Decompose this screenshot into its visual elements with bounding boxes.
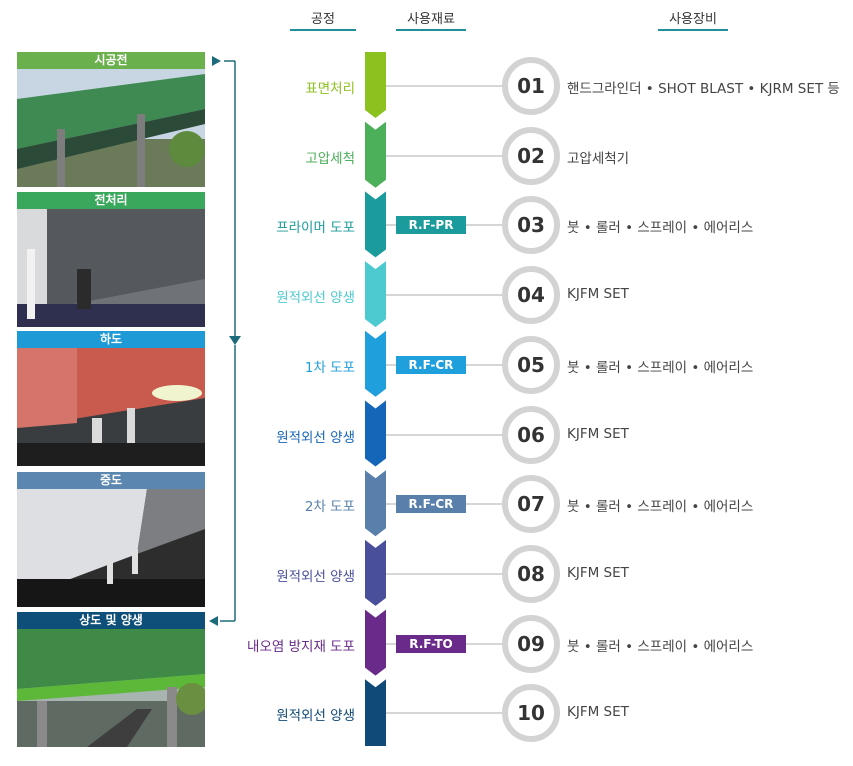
step-equipment: 고압세척기	[567, 150, 630, 167]
photo-middle-coat	[17, 489, 205, 607]
step-name: 프라이머 도포	[276, 220, 355, 237]
step-name: 원적외선 양생	[276, 290, 355, 307]
photo-top-coat-curing	[17, 629, 205, 747]
step-equipment: KJFM SET	[567, 286, 629, 303]
pipeline-segment	[365, 400, 386, 467]
connector-line	[386, 154, 504, 157]
photo-label-base-coat: 하도	[17, 331, 205, 348]
step-number-circle: 07	[502, 475, 560, 534]
material-badge: R.F-TO	[396, 634, 466, 653]
pipeline-segment	[365, 330, 386, 397]
step-name: 원적외선 양생	[276, 429, 355, 446]
header-process-underline	[290, 29, 356, 31]
header-process: 공정	[311, 12, 335, 27]
step-equipment: 붓 • 롤러 • 스프레이 • 에어리스	[567, 638, 754, 655]
step-number-circle: 05	[502, 335, 560, 394]
step-equipment: 붓 • 롤러 • 스프레이 • 에어리스	[567, 220, 754, 237]
step-equipment: KJFM SET	[567, 564, 629, 581]
material-badge: R.F-CR	[396, 355, 466, 374]
step-name: 표면처리	[305, 81, 355, 97]
photo-before-construction	[17, 69, 205, 187]
pipeline-segment	[365, 539, 386, 606]
pipeline-segment	[365, 121, 386, 188]
arrow-right-icon	[212, 56, 221, 66]
header-material-underline	[396, 29, 466, 31]
step-equipment: KJFM SET	[567, 425, 629, 442]
header-material: 사용재료	[407, 12, 455, 27]
step-name: 내오염 방지재 도포	[247, 638, 355, 655]
arrow-down-icon	[229, 336, 241, 345]
step-equipment: 붓 • 롤러 • 스프레이 • 에어리스	[567, 359, 754, 376]
pipeline-segment	[365, 609, 386, 676]
pipeline-segment	[365, 470, 386, 537]
photo-label-before: 시공전	[17, 52, 205, 69]
step-number-circle: 08	[502, 544, 560, 603]
pipeline-segment	[365, 191, 386, 258]
step-number-circle: 09	[502, 614, 560, 673]
step-number-circle: 04	[502, 266, 560, 325]
flow-bracket	[209, 56, 241, 626]
photo-label-middle-coat: 중도	[17, 472, 205, 489]
step-equipment: KJFM SET	[567, 704, 629, 721]
photo-label-pretreatment: 전처리	[17, 192, 205, 209]
step-name: 고압세척	[305, 150, 355, 167]
step-equipment: 붓 • 롤러 • 스프레이 • 에어리스	[567, 499, 754, 516]
header-equipment-underline	[658, 29, 728, 31]
pipeline-segment	[365, 52, 386, 118]
step-name: 원적외선 양생	[276, 568, 355, 585]
pipeline-segment	[365, 679, 386, 746]
material-badge: R.F-PR	[396, 216, 466, 235]
arrow-left-icon	[209, 616, 218, 626]
step-number-circle: 02	[502, 126, 560, 185]
photo-pretreatment	[17, 209, 205, 327]
photo-base-coat	[17, 348, 205, 466]
connector-line	[386, 433, 504, 436]
pipeline-segment	[365, 261, 386, 328]
connector-line	[386, 712, 504, 715]
step-number-circle: 03	[502, 196, 560, 255]
step-number-circle: 10	[502, 684, 560, 743]
step-name: 1차 도포	[304, 359, 355, 376]
step-name: 원적외선 양생	[276, 708, 355, 725]
connector-line	[386, 85, 504, 87]
connector-line	[386, 294, 504, 297]
step-number-circle: 06	[502, 405, 560, 464]
photo-label-top-coat-curing: 상도 및 양생	[17, 612, 205, 629]
step-equipment: 핸드그라인더 • SHOT BLAST • KJRM SET 등	[567, 81, 840, 97]
step-number-circle: 01	[502, 57, 560, 115]
step-name: 2차 도포	[304, 499, 355, 516]
material-badge: R.F-CR	[396, 495, 466, 514]
header-equipment: 사용장비	[669, 12, 717, 27]
connector-line	[386, 572, 504, 575]
